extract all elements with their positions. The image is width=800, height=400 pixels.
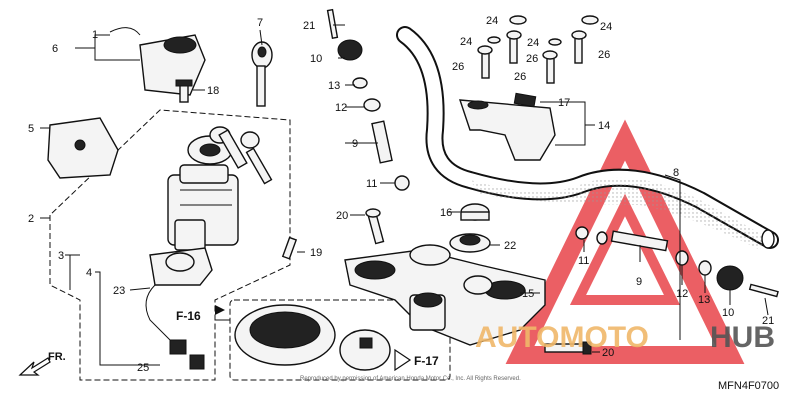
watermark-logo: [505, 119, 745, 364]
ref-arrow-f16: [215, 305, 225, 315]
handlebar-pipe: [396, 26, 779, 250]
callout-3: 3: [58, 250, 64, 262]
bar-end-stack-right: [575, 226, 779, 298]
callout-11-top: 11: [366, 178, 377, 190]
callout-11-right: 11: [578, 255, 589, 267]
callout-16: 16: [440, 207, 452, 219]
callout-8: 8: [673, 167, 679, 179]
diagram-code: MFN4F0700: [718, 380, 779, 392]
callout-18: 18: [207, 85, 219, 97]
callout-7: 7: [257, 17, 263, 29]
bolt-18: [175, 79, 193, 103]
callout-22: 22: [504, 240, 516, 252]
direction-label: FR.: [48, 351, 66, 363]
callout-24-d: 24: [527, 37, 539, 49]
callout-26-b: 26: [598, 49, 610, 61]
callout-19: 19: [310, 247, 322, 259]
callout-1: 1: [92, 29, 98, 41]
key: [251, 41, 273, 107]
bracket: [47, 117, 119, 179]
callout-26-a: 26: [526, 53, 538, 65]
screw-19: [281, 236, 298, 260]
callout-12-right: 12: [676, 288, 688, 300]
inset-detail: [215, 299, 451, 381]
bolt-20-top: [365, 208, 385, 245]
callout-24-b: 24: [600, 21, 612, 33]
callout-25: 25: [137, 362, 149, 374]
watermark-text-right: HUB: [710, 321, 775, 354]
ignition-switch: [167, 135, 239, 251]
handlebar-holder: [458, 92, 556, 161]
callout-23: 23: [113, 285, 125, 297]
callout-9-right: 9: [636, 276, 642, 288]
stem-nut: [449, 233, 491, 253]
callout-26-c: 26: [452, 61, 464, 73]
leader-lines: [40, 24, 769, 366]
front-direction-arrow: FR.: [18, 351, 66, 376]
callout-10-right: 10: [722, 307, 734, 319]
callout-5: 5: [28, 123, 34, 135]
ref-f17: F-17: [414, 354, 439, 368]
watermark-text: AUTOMOTO HUB: [475, 321, 775, 354]
watermark-text-left: AUTOMOTO: [475, 321, 649, 354]
callout-21-top: 21: [303, 20, 315, 32]
ref-arrow-f17: [394, 348, 412, 372]
callout-20-top: 20: [336, 210, 348, 222]
callout-26-d: 26: [514, 71, 526, 83]
callout-6: 6: [52, 43, 58, 55]
callout-10-top: 10: [310, 53, 322, 65]
callout-24-c: 24: [460, 36, 472, 48]
ref-f16: F-16: [176, 309, 201, 323]
callout-12-top: 12: [335, 102, 347, 114]
callout-17: 17: [558, 97, 570, 109]
callout-20-bottom: 20: [602, 347, 614, 359]
holder-bolts: [477, 15, 599, 84]
immobilizer-sensor: [145, 247, 213, 370]
top-bridge: [344, 244, 546, 346]
callout-24-a: 24: [486, 15, 498, 27]
callout-13-top: 13: [328, 80, 340, 92]
callout-14: 14: [598, 120, 610, 132]
callout-21-right: 21: [762, 315, 774, 327]
callout-4: 4: [86, 267, 92, 279]
callout-13-right: 13: [698, 294, 710, 306]
bolt-20-bottom: [544, 341, 592, 355]
callout-9-top: 9: [352, 138, 358, 150]
copyright-text: Reproduced by permission of American Hon…: [300, 376, 521, 382]
keys-in-switch: [209, 126, 273, 185]
callout-labels: 1 6 7 18 5 2 3 4 23 25 19 21 10 13 12 9 …: [28, 15, 774, 374]
callout-2: 2: [28, 213, 34, 225]
ignition-assembly-outline: [49, 109, 291, 381]
stem-cap: [460, 203, 490, 221]
callout-15: 15: [522, 288, 534, 300]
